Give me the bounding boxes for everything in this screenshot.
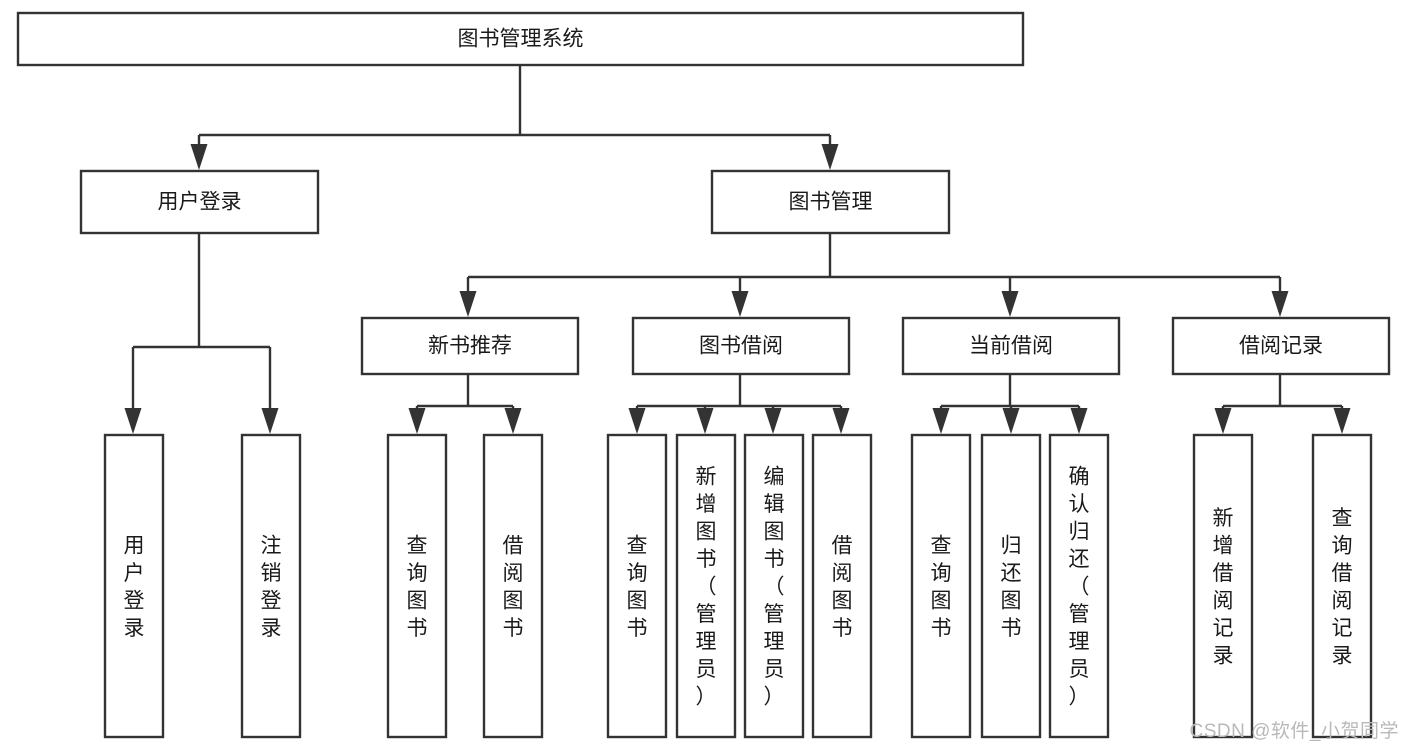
node-box[interactable] — [386, 433, 448, 739]
node-label: 图书管理系统 — [458, 28, 584, 51]
node-box[interactable] — [811, 433, 873, 739]
connector-group-book-borrow — [628, 374, 850, 434]
arrow-head-icon — [1271, 291, 1289, 317]
arrow-head-icon — [408, 408, 426, 434]
node-box[interactable] — [1192, 433, 1254, 739]
node-book-manage[interactable]: 图书管理 — [710, 169, 951, 235]
arrow-head-icon — [1070, 408, 1088, 434]
node-current-borrow[interactable]: 当前借阅 — [901, 316, 1121, 376]
node-leaf-borrow-book[interactable]: 借阅图书 — [811, 433, 873, 739]
node-book-borrow[interactable]: 图书借阅 — [631, 316, 851, 376]
arrow-head-icon — [124, 408, 142, 434]
node-box[interactable] — [103, 433, 165, 739]
node-box[interactable] — [743, 433, 805, 739]
connectors-layer — [124, 65, 1351, 434]
arrow-head-icon — [832, 408, 850, 434]
arrow-head-icon — [628, 408, 646, 434]
node-label: 新书推荐 — [428, 335, 512, 358]
arrow-head-icon — [459, 291, 477, 317]
connector-group-book-manage — [459, 233, 1289, 317]
node-new-book-rec[interactable]: 新书推荐 — [360, 316, 580, 376]
connector-group-new-book-rec — [408, 374, 522, 434]
node-label: 借阅图书 — [832, 534, 853, 640]
node-leaf-add-record[interactable]: 新增借阅记录 — [1192, 433, 1254, 739]
node-label: 当前借阅 — [969, 335, 1053, 358]
node-leaf-edit-book[interactable]: 编辑图书（管理员） — [743, 433, 805, 739]
node-label: 编辑图书（管理员） — [764, 466, 785, 709]
node-box[interactable] — [482, 433, 544, 739]
node-box[interactable] — [631, 316, 851, 376]
node-label: 归还图书 — [1001, 534, 1022, 640]
node-box[interactable] — [910, 433, 972, 739]
arrow-head-icon — [932, 408, 950, 434]
node-box[interactable] — [901, 316, 1121, 376]
arrow-head-icon — [190, 144, 208, 170]
node-leaf-query-book-borrow[interactable]: 查询图书 — [606, 433, 668, 739]
connector-group-current-borrow — [932, 374, 1088, 434]
node-box[interactable] — [675, 433, 737, 739]
arrow-head-icon — [764, 408, 782, 434]
node-label: 用户登录 — [124, 534, 145, 640]
node-label: 查询借阅记录 — [1332, 507, 1353, 668]
node-label: 注销登录 — [261, 534, 282, 640]
node-label: 确认归还（管理员） — [1069, 466, 1090, 709]
node-leaf-user-login[interactable]: 用户登录 — [103, 433, 165, 739]
node-box[interactable] — [606, 433, 668, 739]
node-label: 图书管理 — [789, 191, 873, 214]
nodes-layer: 图书管理系统用户登录图书管理新书推荐图书借阅当前借阅借阅记录用户登录注销登录查询… — [16, 11, 1391, 739]
node-root[interactable]: 图书管理系统 — [16, 11, 1025, 67]
node-box[interactable] — [79, 169, 320, 235]
node-label: 用户登录 — [158, 191, 242, 214]
arrow-head-icon — [1002, 408, 1020, 434]
node-leaf-add-book[interactable]: 新增图书（管理员） — [675, 433, 737, 739]
node-leaf-query-record[interactable]: 查询借阅记录 — [1311, 433, 1373, 739]
node-box[interactable] — [980, 433, 1042, 739]
node-label: 查询图书 — [407, 534, 428, 640]
node-box[interactable] — [1311, 433, 1373, 739]
arrow-head-icon — [261, 408, 279, 434]
node-leaf-return-book[interactable]: 归还图书 — [980, 433, 1042, 739]
node-label: 查询图书 — [931, 534, 952, 640]
node-leaf-user-logout[interactable]: 注销登录 — [240, 433, 302, 739]
arrow-head-icon — [1001, 291, 1019, 317]
node-box[interactable] — [360, 316, 580, 376]
node-label: 图书借阅 — [699, 335, 783, 358]
arrow-head-icon — [504, 408, 522, 434]
node-box[interactable] — [240, 433, 302, 739]
node-borrow-record[interactable]: 借阅记录 — [1171, 316, 1391, 376]
node-box[interactable] — [1048, 433, 1110, 739]
node-box[interactable] — [710, 169, 951, 235]
node-box[interactable] — [16, 11, 1025, 67]
arrow-head-icon — [1333, 408, 1351, 434]
node-label: 新增图书（管理员） — [696, 466, 717, 709]
node-label: 查询图书 — [627, 534, 648, 640]
connector-group-borrow-record — [1214, 374, 1351, 434]
connector-group-user-login — [124, 233, 279, 434]
node-label: 新增借阅记录 — [1213, 507, 1234, 668]
arrow-head-icon — [696, 408, 714, 434]
node-leaf-query-book-rec[interactable]: 查询图书 — [386, 433, 448, 739]
arrow-head-icon — [1214, 408, 1232, 434]
arrow-head-icon — [821, 144, 839, 170]
node-label: 借阅记录 — [1239, 335, 1323, 358]
arrow-head-icon — [731, 291, 749, 317]
node-user-login[interactable]: 用户登录 — [79, 169, 320, 235]
node-box[interactable] — [1171, 316, 1391, 376]
node-label: 借阅图书 — [503, 534, 524, 640]
node-leaf-query-book-cur[interactable]: 查询图书 — [910, 433, 972, 739]
node-leaf-borrow-book-rec[interactable]: 借阅图书 — [482, 433, 544, 739]
connector-group-root — [190, 65, 839, 170]
node-leaf-confirm-return[interactable]: 确认归还（管理员） — [1048, 433, 1110, 739]
